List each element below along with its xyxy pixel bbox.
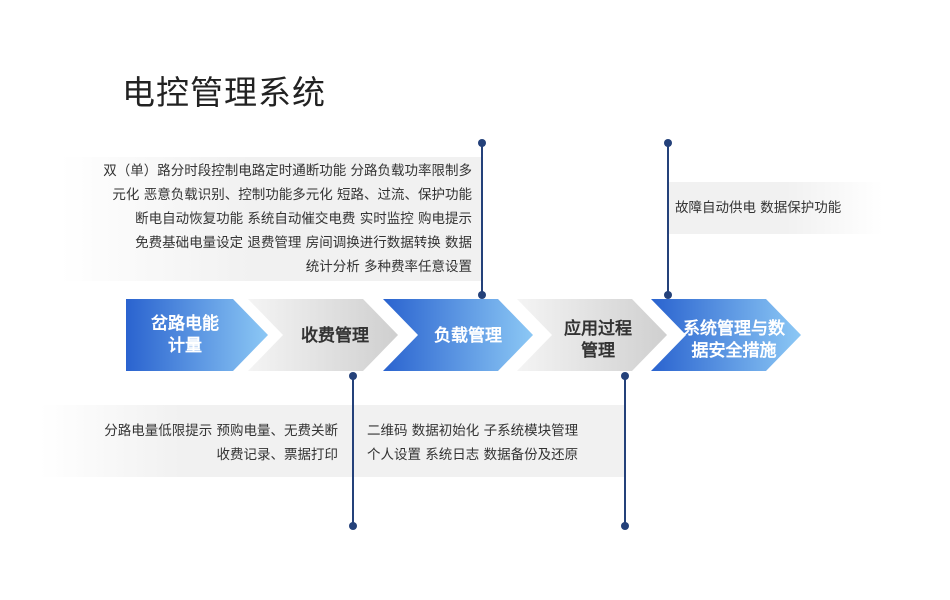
chevron-billing — [248, 299, 398, 371]
feature-line: 双（单）路分时段控制电路定时通断功能 分路负载功率限制多 — [103, 163, 472, 179]
connector-line-load — [481, 143, 483, 295]
connector-line-process — [624, 376, 626, 526]
feature-line: 免费基础电量设定 退费管理 房间调换进行数据转换 数据 — [135, 235, 472, 251]
connector-dot — [664, 139, 672, 147]
chevron-metering — [126, 299, 268, 371]
connector-dot — [349, 522, 357, 530]
step-label-line: 应用过程 — [564, 319, 632, 339]
step-label-process: 应用过程 管理 — [543, 318, 653, 362]
feature-line: 统计分析 多种费率任意设置 — [305, 259, 472, 275]
connector-dot — [621, 522, 629, 530]
step-label-security: 系统管理与数 据安全措施 — [672, 318, 796, 362]
feature-line: 收费记录、票据打印 — [216, 447, 339, 463]
page-title: 电控管理系统 — [122, 73, 326, 112]
connector-dot — [664, 291, 672, 299]
step-label-line: 计量 — [168, 336, 202, 356]
step-label-line: 岔路电能 — [151, 314, 219, 334]
step-label-line: 管理 — [581, 341, 615, 361]
feature-line: 分路电量低限提示 预购电量、无费关断 — [104, 423, 338, 439]
feature-panel-billing: 分路电量低限提示 预购电量、无费关断 收费记录、票据打印 — [40, 405, 352, 477]
step-label-metering: 岔路电能 计量 — [130, 313, 240, 357]
chevron-process — [517, 299, 667, 371]
feature-line: 故障自动供电 数据保护功能 — [675, 200, 842, 216]
feature-line: 断电自动恢复功能 系统自动催交电费 实时监控 购电提示 — [135, 211, 472, 227]
connector-dot — [478, 139, 486, 147]
feature-panel-load-management: 双（单）路分时段控制电路定时通断功能 分路负载功率限制多 元化 恶意负载识别、控… — [60, 157, 482, 281]
feature-panel-process-management: 二维码 数据初始化 子系统模块管理 个人设置 系统日志 数据备份及还原 — [352, 405, 624, 477]
connector-line-billing — [352, 376, 354, 526]
step-label-line: 据安全措施 — [691, 341, 777, 361]
connector-dot — [349, 372, 357, 380]
feature-line: 个人设置 系统日志 数据备份及还原 — [367, 447, 579, 463]
chevron-load — [383, 299, 533, 371]
feature-panel-system-security: 故障自动供电 数据保护功能 — [668, 182, 883, 234]
connector-dot — [478, 291, 486, 299]
step-label-line: 负载管理 — [434, 326, 502, 346]
step-label-line: 系统管理与数 — [683, 319, 785, 339]
step-label-load: 负载管理 — [413, 325, 523, 347]
feature-line: 二维码 数据初始化 子系统模块管理 — [367, 423, 579, 439]
chevron-security — [651, 299, 801, 371]
feature-line: 元化 恶意负载识别、控制功能多元化 短路、过流、保护功能 — [112, 187, 472, 203]
step-label-line: 收费管理 — [301, 326, 369, 346]
connector-line-security — [667, 143, 669, 295]
connector-dot — [621, 372, 629, 380]
step-label-billing: 收费管理 — [280, 325, 390, 347]
